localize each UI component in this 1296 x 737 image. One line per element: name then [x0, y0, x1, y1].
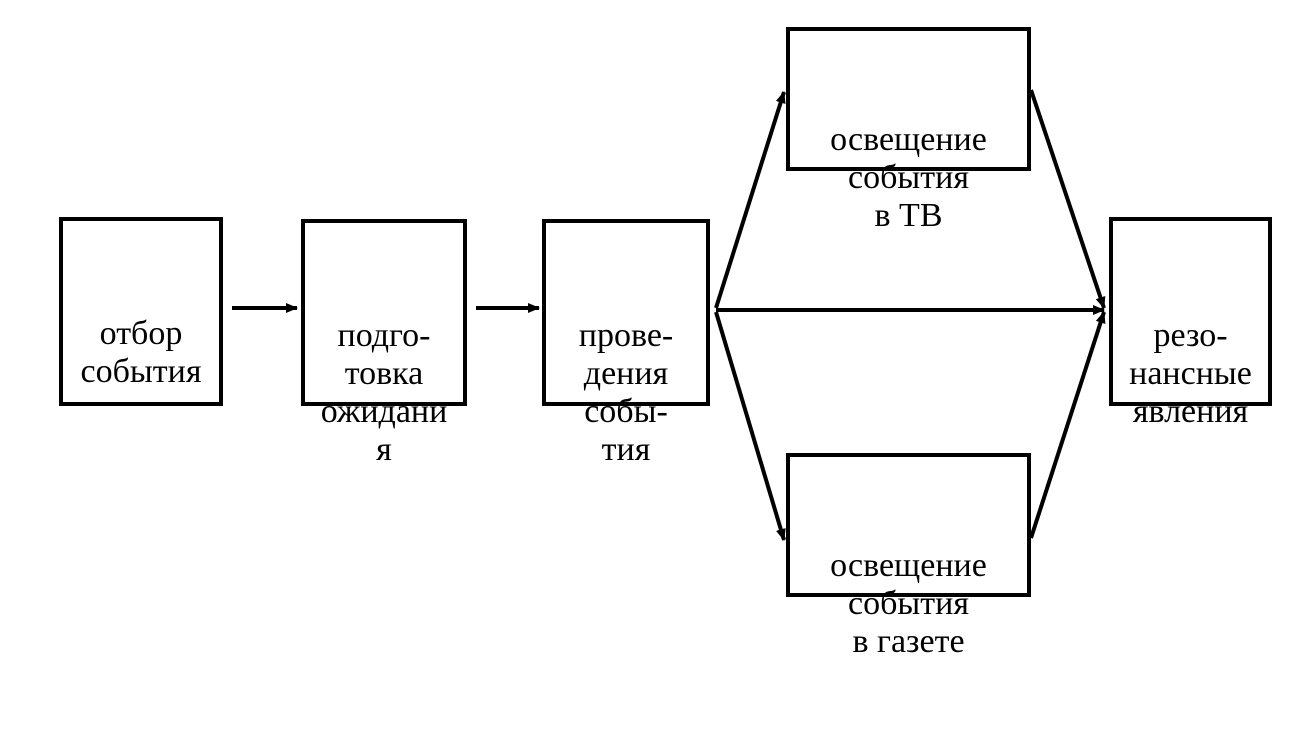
flow-diagram: отбор события подго- товка ожидани я про… [59, 27, 1272, 660]
node-event-holding-label: прове- дения собы- тия [578, 317, 674, 468]
node-resonance-phenomena-label: резо- нансные явления [1129, 317, 1252, 430]
node-event-selection-label: отбор события [80, 315, 202, 390]
node-resonance-phenomena: резо- нансные явления [1109, 217, 1272, 430]
node-event-selection: отбор события [59, 217, 223, 406]
node-newspaper-coverage: освещение события в газете [786, 453, 1031, 660]
node-tv-coverage-label: освещение события в ТВ [830, 121, 987, 234]
arrow-tv-to-resonance [1029, 89, 1106, 309]
node-event-holding: прове- дения собы- тия [542, 219, 710, 468]
arrow-newspaper-to-resonance [1029, 311, 1106, 539]
node-tv-coverage: освещение события в ТВ [786, 27, 1031, 234]
arrow-layer [232, 89, 1106, 541]
arrow-hold-to-newspaper [714, 311, 786, 541]
node-expectation-preparation: подго- товка ожидани я [301, 219, 467, 468]
arrow-hold-to-tv [714, 91, 786, 309]
node-newspaper-coverage-label: освещение события в газете [830, 547, 987, 660]
node-expectation-preparation-label: подго- товка ожидани я [320, 317, 448, 468]
